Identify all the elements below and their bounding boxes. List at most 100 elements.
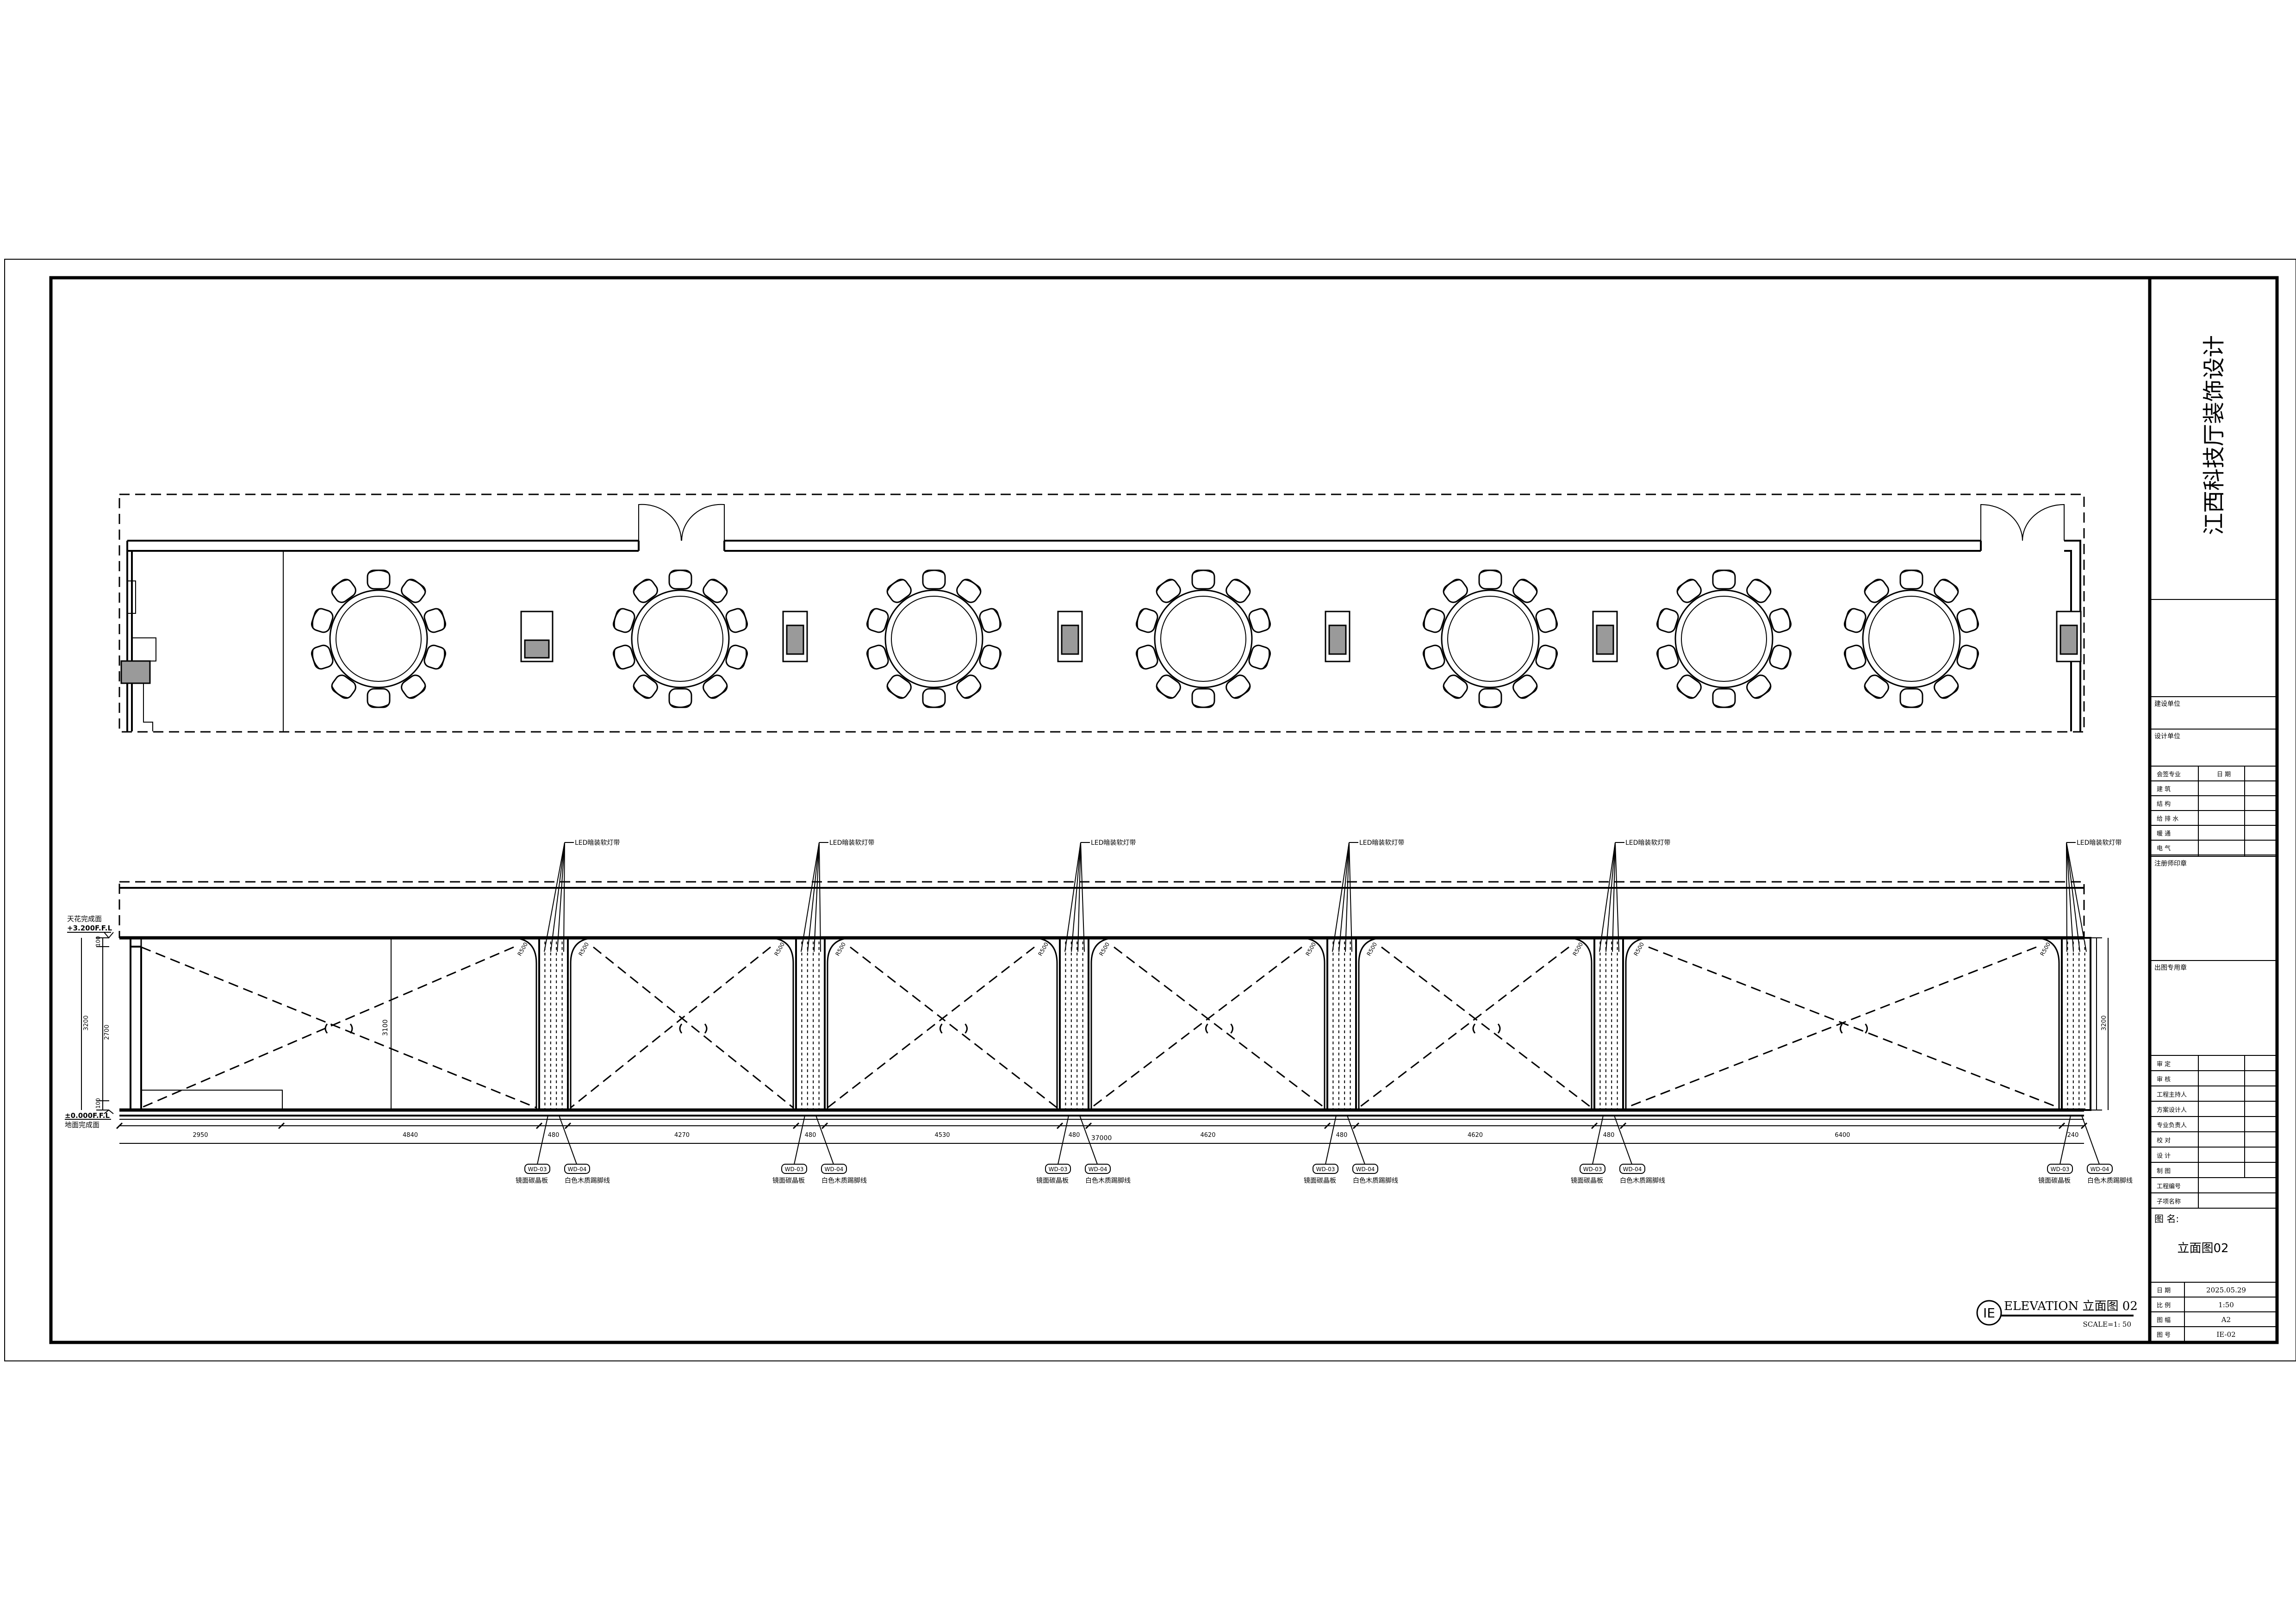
level-top-value: +3.200F.F.L bbox=[67, 924, 112, 932]
corner-radius-label: R500 bbox=[2039, 941, 2052, 957]
material-leader bbox=[1614, 1115, 1632, 1165]
chair bbox=[331, 674, 356, 699]
chair-back bbox=[1262, 608, 1270, 629]
material-name: 白色木质踢脚线 bbox=[2087, 1177, 2133, 1185]
panel-diagonal bbox=[1381, 946, 1592, 1109]
panel-hinge-mark bbox=[940, 1023, 968, 1034]
discipline-table: 会签专业日 期建 筑结 构给 排 水暖 通电 气 bbox=[2150, 766, 2277, 856]
led-leader bbox=[1605, 842, 1616, 952]
chair bbox=[1769, 608, 1792, 633]
table-lazy-susan bbox=[1160, 596, 1246, 682]
chair bbox=[1535, 608, 1558, 633]
panel-diagonal bbox=[850, 946, 1058, 1109]
led-leader bbox=[557, 842, 565, 952]
led-label: LED暗装软灯带 bbox=[1091, 839, 1136, 847]
led-callout: LED暗装软灯带 bbox=[2066, 839, 2122, 952]
chair-back bbox=[1193, 569, 1214, 574]
right-dimension-chain: 3200 bbox=[2091, 937, 2109, 1110]
elevation-left-counter bbox=[141, 1090, 283, 1110]
chair bbox=[1956, 644, 1979, 670]
material-code: WD-03 bbox=[528, 1166, 547, 1173]
pilaster-frame bbox=[795, 937, 826, 1111]
info-value: 1:50 bbox=[2218, 1301, 2234, 1309]
material-code-tag bbox=[1313, 1164, 1338, 1174]
chair-back bbox=[710, 686, 728, 699]
chair bbox=[1226, 579, 1251, 603]
chair-back bbox=[993, 649, 1001, 669]
panel-diagonal bbox=[141, 946, 537, 1109]
chair bbox=[1769, 644, 1792, 670]
panel-edge bbox=[1625, 937, 2060, 1110]
chair-back bbox=[1443, 579, 1460, 592]
drawing-name-label: 图 名: bbox=[2154, 1213, 2179, 1224]
material-code: WD-03 bbox=[1583, 1166, 1602, 1173]
chair-seat bbox=[367, 688, 391, 708]
chair-back bbox=[331, 686, 348, 699]
material-code-tag bbox=[1619, 1164, 1645, 1174]
corner-radius-label: R500 bbox=[773, 941, 786, 957]
plan-left-fixture bbox=[127, 580, 136, 614]
role-label: 工程编号 bbox=[2157, 1183, 2181, 1190]
dim-tick bbox=[1085, 1122, 1092, 1129]
material-name: 白色木质踢脚线 bbox=[1085, 1177, 1131, 1185]
plan-top-wall bbox=[127, 540, 1982, 552]
dim-tick bbox=[1352, 1122, 1360, 1129]
table-top bbox=[1441, 589, 1540, 688]
info-label: 日 期 bbox=[2157, 1287, 2171, 1294]
led-leader bbox=[2066, 842, 2074, 952]
chair-back bbox=[613, 608, 622, 629]
chair-back bbox=[1136, 608, 1145, 629]
pilaster bbox=[2061, 937, 2091, 1111]
chair-back bbox=[1423, 608, 1431, 629]
led-label: LED暗装软灯带 bbox=[829, 839, 874, 847]
left-dim-2: 3200 bbox=[83, 1015, 90, 1030]
table-lazy-susan bbox=[1868, 596, 1954, 682]
material-name: 镜面碳晶板 bbox=[1304, 1177, 1336, 1185]
chair bbox=[1422, 608, 1445, 633]
led-leader bbox=[2066, 842, 2067, 952]
chair bbox=[979, 608, 1002, 633]
chair-back bbox=[368, 569, 389, 574]
dim-tick bbox=[564, 1122, 572, 1129]
material-code-tag bbox=[524, 1164, 550, 1174]
chair-seat bbox=[367, 569, 391, 590]
chair bbox=[956, 674, 982, 699]
corner-radius-label: R500 bbox=[834, 941, 847, 957]
chair-back bbox=[437, 649, 446, 669]
chair-back bbox=[1657, 608, 1665, 629]
chair-back bbox=[1941, 579, 1959, 592]
chair bbox=[1478, 688, 1502, 708]
chair bbox=[367, 569, 391, 590]
led-leader bbox=[1071, 842, 1081, 952]
dim-tick bbox=[535, 1122, 543, 1129]
outer-sheet-border bbox=[4, 259, 2296, 1361]
table-top bbox=[1674, 589, 1773, 688]
material-name: 镜面碳晶板 bbox=[1571, 1177, 1603, 1185]
pilaster bbox=[1059, 937, 1089, 1111]
table-top bbox=[884, 589, 983, 688]
chair-back bbox=[886, 579, 904, 592]
chair-back bbox=[1480, 569, 1501, 574]
led-leader bbox=[1077, 842, 1081, 952]
led-leader bbox=[801, 842, 820, 952]
discipline-name: 建 筑 bbox=[2157, 786, 2171, 793]
material-code: WD-04 bbox=[2091, 1166, 2109, 1173]
material-leader bbox=[1079, 1115, 1098, 1165]
chair bbox=[1899, 569, 1923, 590]
chair-seat bbox=[668, 569, 692, 590]
chair-back bbox=[409, 686, 426, 699]
chair bbox=[1656, 644, 1679, 670]
chair-back bbox=[1520, 686, 1538, 699]
panel-edge bbox=[827, 937, 1058, 1110]
left-dim-1: 2700 bbox=[104, 1024, 111, 1040]
elevation-left-wall bbox=[130, 938, 142, 1110]
led-leader bbox=[2066, 842, 2080, 952]
panel-hinge-mark bbox=[324, 1023, 353, 1034]
left-dim-0: 100 bbox=[95, 936, 101, 947]
material-name: 白色木质踢脚线 bbox=[1353, 1177, 1398, 1185]
panel-hinge-mark bbox=[1205, 1023, 1233, 1034]
